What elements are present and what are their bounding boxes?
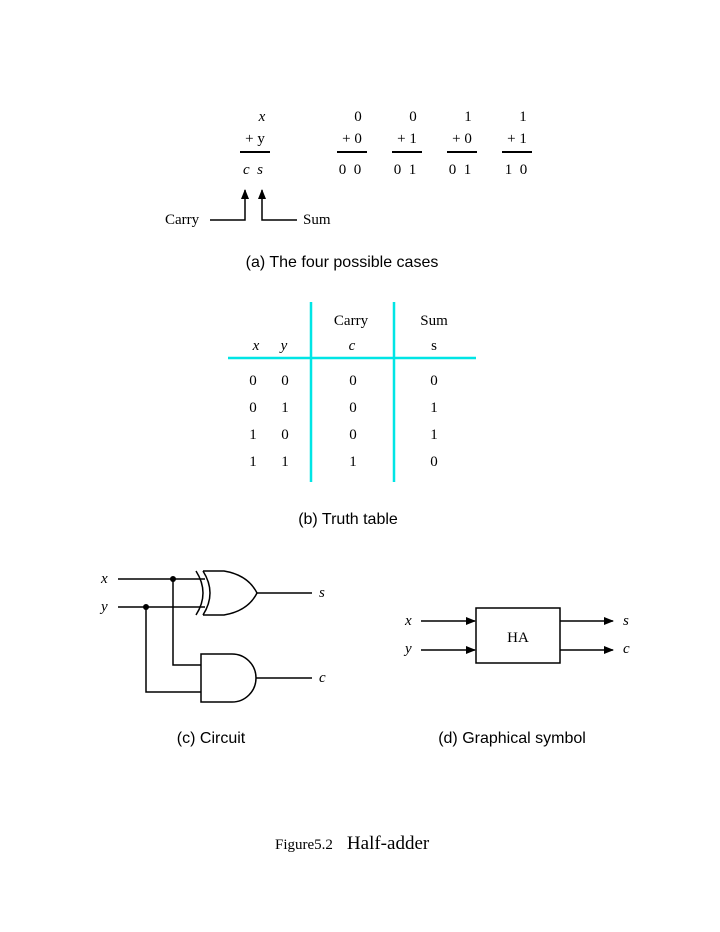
case-1-bottom: + 0 [342, 131, 362, 147]
case-2-bottom: + 1 [397, 131, 417, 147]
tt-r3-x: 1 [249, 427, 257, 443]
case-3-top: 1 [464, 109, 472, 125]
case-4-top: 1 [519, 109, 527, 125]
truth-table-grid [228, 302, 476, 482]
caption-b: (b) Truth table [298, 511, 398, 528]
circuit-diagram [118, 570, 312, 703]
sum-label: Sum [303, 212, 331, 228]
figure-number: Figure5.2 [275, 837, 333, 853]
half-adder-symbol [421, 607, 614, 664]
tt-header-carry: Carry [333, 313, 369, 329]
figure-name: Half-adder [346, 833, 430, 854]
tt-col-s: s [431, 338, 437, 354]
tt-r2-s: 1 [430, 400, 438, 416]
circuit-input-y: y [101, 599, 108, 615]
case-x-label: x [258, 109, 266, 125]
circuit-junctions [143, 576, 176, 610]
circuit-output-c: c [319, 670, 326, 686]
tt-r2-y: 1 [281, 400, 289, 416]
circuit-input-x: x [101, 571, 108, 587]
tt-r1-s: 0 [430, 373, 438, 389]
symbol-input-x: x [405, 613, 412, 629]
carry-label: Carry [165, 212, 200, 228]
case-2-result: 0 1 [393, 162, 417, 178]
case-4-bottom: + 1 [507, 131, 527, 147]
case-cs-label: c s [243, 162, 263, 178]
tt-r3-s: 1 [430, 427, 438, 443]
tt-r4-x: 1 [249, 454, 257, 470]
tt-r4-c: 1 [349, 454, 357, 470]
tt-r4-s: 0 [430, 454, 438, 470]
tt-r3-c: 0 [349, 427, 357, 443]
case-4-result: 1 0 [504, 162, 528, 178]
tt-col-y: y [280, 338, 288, 354]
case-3-bottom: + 0 [452, 131, 472, 147]
symbol-output-c: c [623, 641, 630, 657]
case-1-result: 0 0 [338, 162, 362, 178]
tt-col-x: x [252, 338, 260, 354]
tt-r2-x: 0 [249, 400, 257, 416]
tt-col-c: c [348, 338, 356, 354]
tt-r4-y: 1 [281, 454, 289, 470]
caption-a: (a) The four possible cases [245, 254, 439, 271]
circuit-output-s: s [319, 585, 325, 601]
tt-r1-x: 0 [249, 373, 257, 389]
carry-sum-arrows [210, 189, 297, 221]
case-2-top: 0 [409, 109, 417, 125]
case-y-label: + y [245, 131, 265, 147]
xor-gate [195, 570, 258, 616]
symbol-output-s: s [623, 613, 629, 629]
case-3-result: 0 1 [448, 162, 472, 178]
caption-c: (c) Circuit [176, 730, 246, 747]
caption-d: (d) Graphical symbol [438, 730, 586, 747]
ha-block-label: HA [507, 630, 529, 646]
tt-r2-c: 0 [349, 400, 357, 416]
case-1-top: 0 [354, 109, 362, 125]
and-gate [200, 653, 257, 703]
tt-r3-y: 0 [281, 427, 289, 443]
ha-block [475, 607, 561, 664]
symbol-input-y: y [405, 641, 412, 657]
figure-title: Figure5.2 Half-adder [275, 833, 429, 855]
tt-r1-c: 0 [349, 373, 357, 389]
tt-header-sum: Sum [420, 313, 448, 329]
tt-r1-y: 0 [281, 373, 289, 389]
